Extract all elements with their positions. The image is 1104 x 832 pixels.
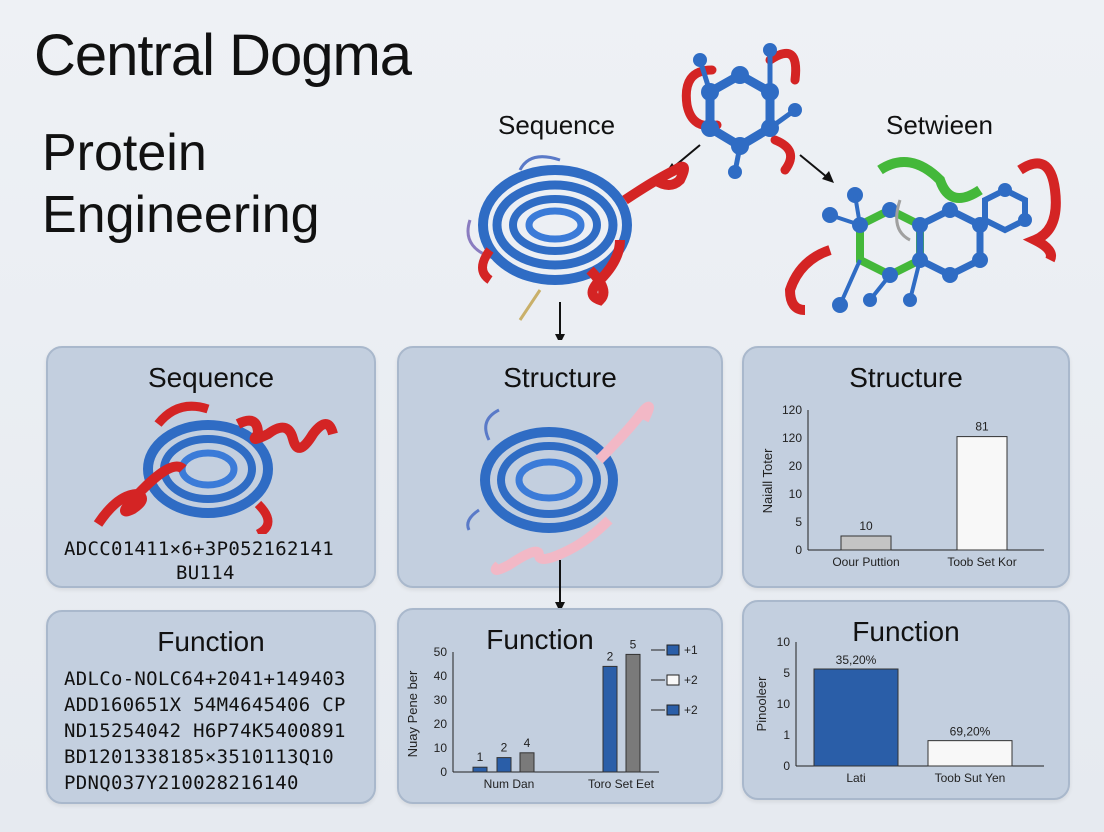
sequence-panel: Sequence ADCC01411×6+3P052162141 BU114 [46,346,376,588]
sequence-line-1: ADCC01411×6+3P052162141 [64,538,334,560]
function-line: ADD160651X 54M4645406 CP [64,694,346,716]
legend-label: +2 [684,673,698,687]
bar-value-label: 2 [501,741,508,755]
bar-value-label: 4 [524,736,531,750]
x-tick-label: Toob Sut Yen [935,771,1006,785]
x-tick-label: Num Dan [484,777,535,791]
bar [472,766,488,773]
y-tick-label: 10 [777,635,791,649]
function-text-panel: Function ADLCo-NOLC64+2041+149403 ADD160… [46,610,376,804]
y-tick-label: 0 [795,543,802,557]
legend-label: +1 [684,643,698,657]
panel-title: Function [157,626,265,657]
bar-value-label: 69,20% [950,725,991,739]
panel-title: Function [486,624,594,655]
sequence-line-2: BU114 [176,562,235,584]
legend-swatch [666,704,680,716]
function-line: ND15254042 H6P74K5400891 [64,720,346,742]
legend-swatch [666,644,680,656]
y-tick-label: 20 [434,717,448,731]
y-tick-label: 1 [783,728,790,742]
panel-title: Structure [503,362,617,393]
x-tick-label: Lati [846,771,865,785]
y-tick-label: 10 [434,741,448,755]
y-tick-label: 0 [440,765,447,779]
bar [927,740,1013,767]
top-right-label: Setwieen [886,110,993,140]
bar [625,653,641,773]
page-title: Central Dogma [34,23,412,88]
page-subtitle: Protein Engineering [42,122,320,246]
bar-value-label: 35,20% [836,653,877,667]
protein-structure-icon [466,155,689,321]
complex-molecule-icon [784,157,1061,315]
y-tick-label: 10 [777,697,791,711]
bar-value-label: 5 [630,637,637,651]
central-molecule-icon [681,43,802,179]
y-tick-label: 0 [783,759,790,773]
bar [496,757,512,773]
y-tick-label: 5 [795,515,802,529]
bar-value-label: 1 [477,750,484,764]
y-axis-label: Naiall Toter [760,448,775,513]
bar-value-label: 81 [975,420,989,434]
function-line: PDNQ037Y210028216140 [64,772,299,794]
function-line: BD1201338185×3510113Q10 [64,746,334,768]
y-tick-label: 120 [782,431,802,445]
y-axis-label: Pinooleer [754,676,769,732]
function-sequence-block: ADLCo-NOLC64+2041+149403 ADD160651X 54M4… [64,666,346,796]
x-tick-label: Oour Puttion [832,555,899,569]
x-tick-label: Toro Set Eet [588,777,655,791]
subtitle-line-2: Engineering [42,186,320,244]
helix-barrel-icon [93,401,338,534]
panel-title: Function [852,616,960,647]
arrow-right-icon [799,154,834,183]
protein-structure-icon [466,401,654,575]
bar [956,436,1008,551]
y-tick-label: 10 [789,487,803,501]
subtitle-line-1: Protein [42,124,207,182]
y-tick-label: 20 [789,459,803,473]
function-line: ADLCo-NOLC64+2041+149403 [64,668,346,690]
bar [840,535,892,551]
y-tick-label: 40 [434,669,448,683]
y-tick-label: 120 [782,403,802,417]
y-tick-label: 50 [434,645,448,659]
panel-title: Structure [849,362,963,393]
y-tick-label: 5 [783,666,790,680]
y-tick-label: 30 [434,693,448,707]
bar [519,752,535,773]
arrow-down-icon [555,560,565,612]
arrow-down-icon [555,302,565,340]
bar [602,665,618,773]
top-illustration [466,43,1061,340]
top-sequence-label: Sequence [498,110,616,140]
bar-value-label: 10 [859,519,873,533]
bar-value-label: 2 [607,649,614,663]
legend-swatch [666,674,680,686]
structure-panel: Structure [397,346,723,588]
y-axis-label: Nuay Pene ber [405,670,420,757]
x-tick-label: Toob Set Kor [947,555,1016,569]
legend-label: +2 [684,703,698,717]
bar [813,668,899,767]
panel-title: Sequence [147,362,275,393]
